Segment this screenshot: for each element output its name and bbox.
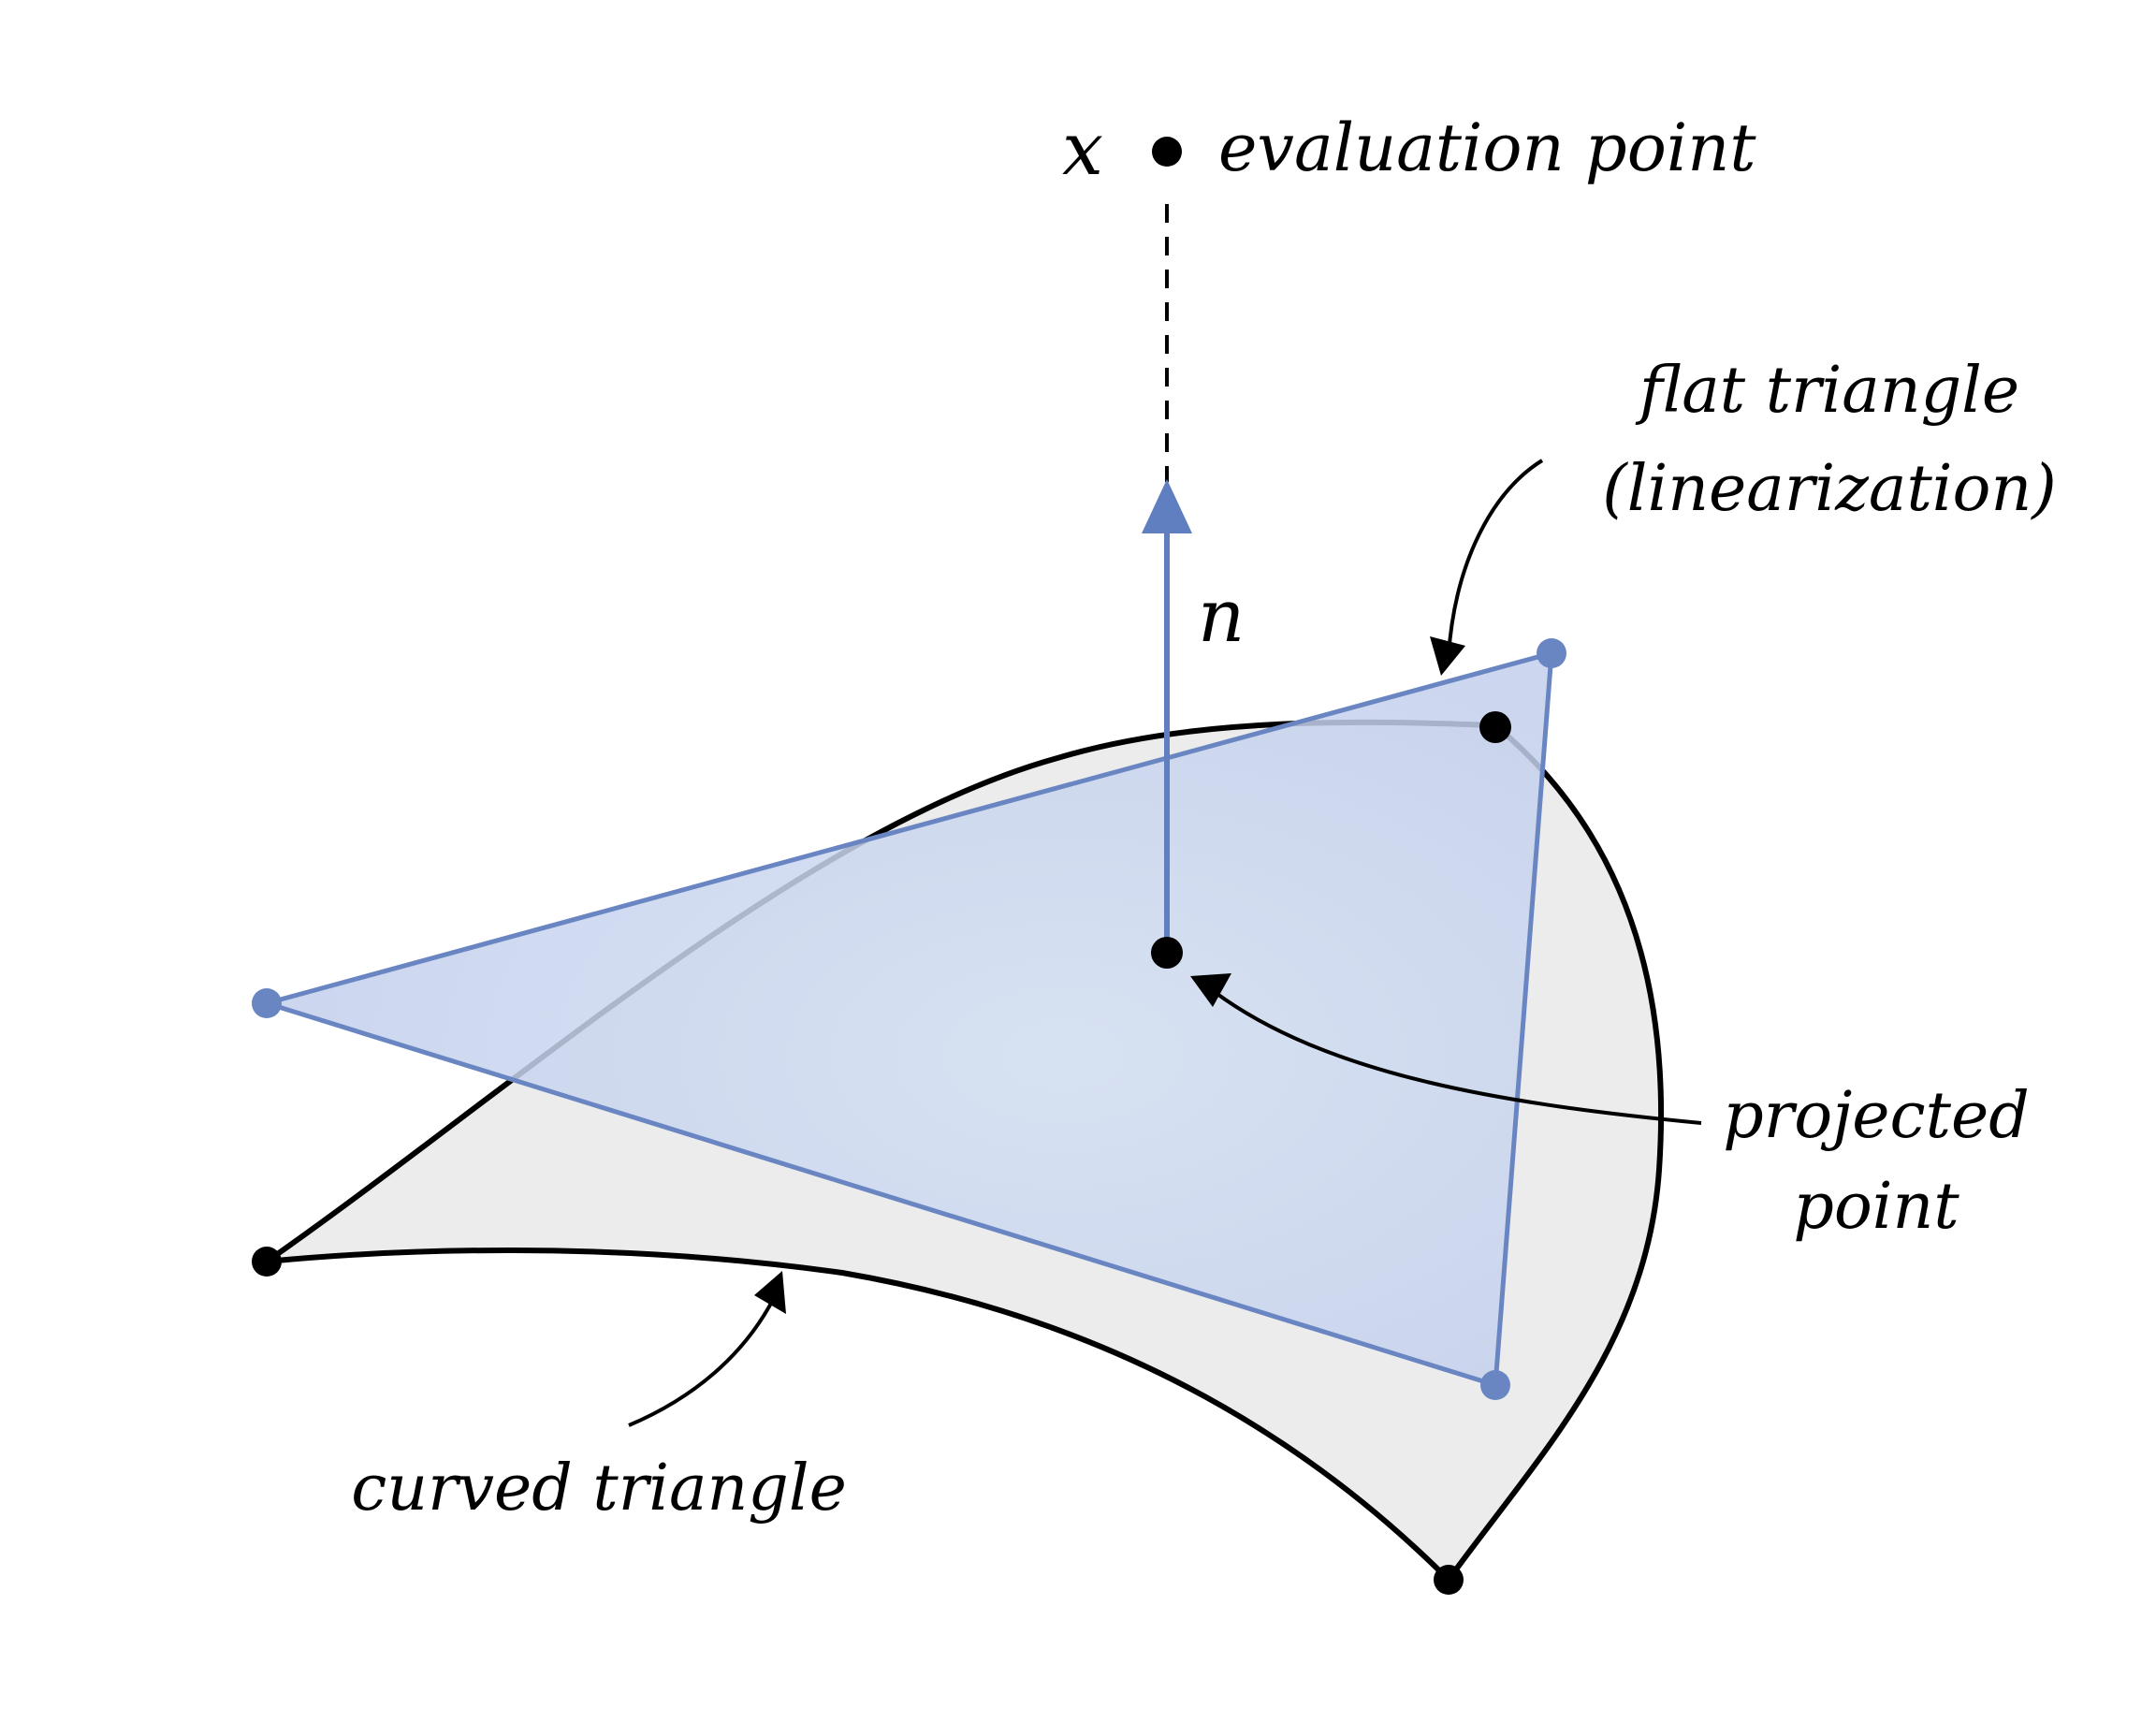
flat-triangle-label-line1: flat triangle: [1635, 354, 2019, 428]
flat-triangle-pointer-arrowhead: [1430, 636, 1465, 676]
curved-triangle-label: curved triangle: [351, 1452, 847, 1525]
projected-point-dot: [1151, 937, 1183, 969]
flat-vertex-bottom-right: [1480, 1370, 1510, 1400]
flat-vertex-left: [252, 988, 282, 1018]
x-symbol-label: x: [1062, 108, 1103, 192]
flat-triangle: [264, 650, 1554, 1388]
flat-vertex-top-right: [1537, 638, 1566, 668]
curved-vertex-bottom: [1434, 1565, 1464, 1595]
projected-point-pointer-arrow: [1213, 990, 1702, 1125]
projected-point-pointer-arrowhead: [1190, 973, 1231, 1007]
evaluation-point-dot: [1152, 137, 1182, 167]
projected-label-line2: point: [1793, 1170, 1959, 1244]
flat-triangle-pointer-arrow: [1447, 459, 1544, 656]
curved-vertex-top-right: [1479, 711, 1511, 743]
projected-label-line1: projected: [1723, 1079, 2029, 1153]
curved-vertex-left: [252, 1247, 282, 1277]
flat-triangle-label-line2: (linearization): [1602, 452, 2057, 526]
curved-triangle-pointer-arrowhead: [754, 1271, 786, 1314]
evaluation-point-label: evaluation point: [1218, 109, 1756, 186]
normal-arrowhead: [1142, 479, 1192, 533]
normal-symbol-label: n: [1198, 575, 1245, 659]
curved-triangle-pointer-arrow: [628, 1295, 777, 1427]
